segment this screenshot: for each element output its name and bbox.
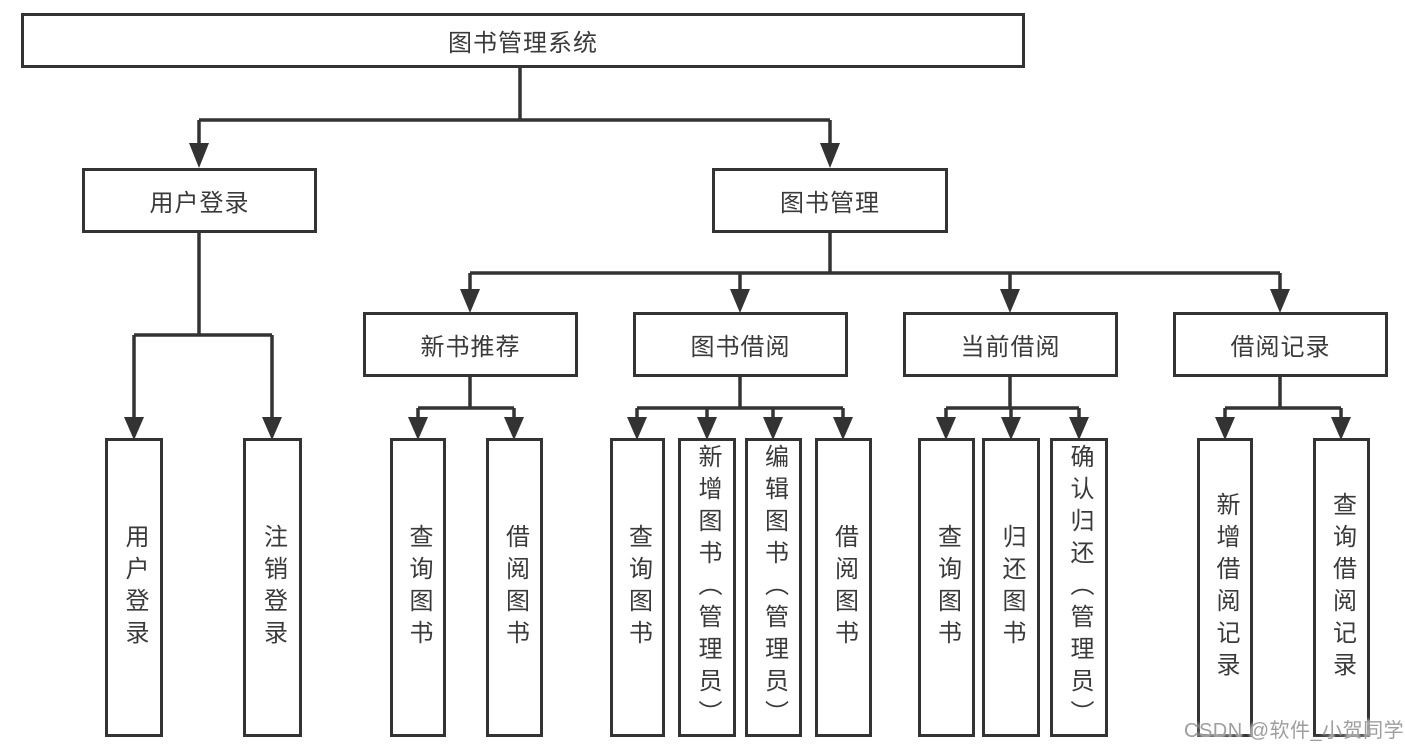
leaf-recommend-borrow-books: 借阅图书	[486, 438, 543, 737]
arrow-down-icon	[1215, 417, 1235, 440]
arrow-down-icon	[1069, 417, 1089, 440]
leaf-borrowing-borrow-books: 借阅图书	[815, 438, 872, 737]
node-label: 查询图书	[405, 523, 432, 652]
arrow-down-icon	[763, 417, 783, 440]
node-label: 新增借阅记录	[1212, 491, 1239, 684]
node-book-borrowing: 图书借阅	[633, 312, 848, 377]
leaf-recommend-query-books: 查询图书	[390, 438, 446, 737]
node-label: 用户登录	[121, 523, 148, 652]
arrow-down-icon	[833, 417, 853, 440]
arrow-down-icon	[262, 417, 282, 440]
arrow-down-icon	[936, 417, 956, 440]
leaf-user-login: 用户登录	[105, 438, 163, 737]
node-label: 借阅记录	[1230, 334, 1331, 361]
node-label: 借阅图书	[501, 523, 529, 652]
leaf-borrowing-edit-books-admin: 编辑图书（管理员）	[745, 438, 802, 737]
arrow-down-icon	[1001, 417, 1021, 440]
leaf-current-return-books: 归还图书	[982, 438, 1040, 737]
node-label: 查询借阅记录	[1328, 491, 1356, 684]
leaf-records-query-record: 查询借阅记录	[1313, 438, 1370, 737]
node-label: 图书管理系统	[448, 30, 598, 57]
node-label: 图书管理	[780, 190, 880, 217]
node-borrowing-records: 借阅记录	[1173, 312, 1388, 377]
node-label: 新书推荐	[420, 334, 521, 361]
arrow-down-icon	[504, 417, 524, 440]
node-label: 当前借阅	[960, 334, 1061, 361]
leaf-borrowing-add-books-admin: 新增图书（管理员）	[678, 438, 736, 737]
node-label: 借阅图书	[830, 523, 858, 652]
arrow-down-icon	[124, 417, 144, 440]
node-book-management: 图书管理	[712, 168, 948, 233]
arrow-down-icon	[627, 417, 647, 440]
arrow-down-icon	[820, 143, 840, 168]
leaf-current-query-books: 查询图书	[918, 438, 975, 737]
node-label: 确认归还（管理员）	[1066, 443, 1093, 732]
leaf-records-add-record: 新增借阅记录	[1197, 438, 1253, 737]
csdn-watermark: CSDN @软件_小贺同学	[1184, 720, 1405, 742]
node-new-book-recommendation: 新书推荐	[363, 312, 578, 377]
arrow-down-icon	[1331, 417, 1351, 440]
node-label: 新增图书（管理员）	[694, 443, 721, 732]
arrow-down-icon	[730, 289, 750, 313]
node-label: 图书借阅	[690, 334, 791, 361]
node-label: 归还图书	[998, 523, 1025, 652]
arrow-down-icon	[189, 143, 209, 168]
arrow-down-icon	[460, 289, 480, 313]
node-label: 注销登录	[259, 523, 287, 652]
leaf-borrowing-query-books: 查询图书	[610, 438, 665, 737]
arrow-down-icon	[1000, 289, 1020, 313]
arrow-down-icon	[1270, 289, 1290, 313]
arrow-down-icon	[697, 417, 717, 440]
leaf-logout: 注销登录	[243, 438, 302, 737]
node-library-management-system: 图书管理系统	[21, 13, 1025, 68]
node-current-borrowing: 当前借阅	[903, 312, 1118, 377]
connector-lines	[132, 68, 1343, 421]
node-label: 查询图书	[933, 523, 961, 652]
node-label: 查询图书	[624, 523, 652, 652]
node-label: 编辑图书（管理员）	[760, 443, 788, 732]
leaf-current-confirm-return-admin: 确认归还（管理员）	[1050, 438, 1108, 737]
node-label: 用户登录	[149, 190, 250, 217]
arrow-down-icon	[408, 417, 428, 440]
node-user-login: 用户登录	[82, 168, 317, 233]
